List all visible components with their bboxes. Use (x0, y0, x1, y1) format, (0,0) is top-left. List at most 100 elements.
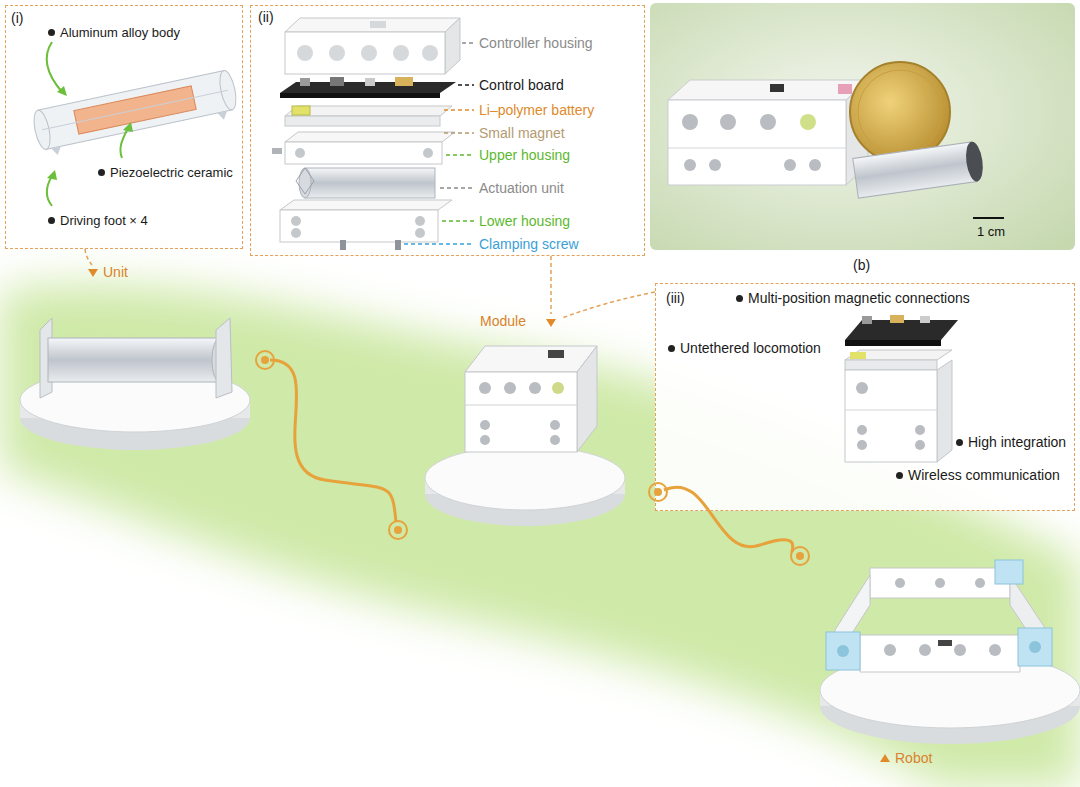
stage-link-part (394, 526, 402, 534)
controller-housing-drawing-part (445, 18, 460, 74)
stage-link-part (664, 487, 793, 553)
leader-line-part (458, 84, 474, 85)
stage-label: Module (480, 313, 526, 330)
part-label: Control board (479, 77, 564, 93)
photo-part (809, 159, 821, 171)
robot-assembly-part (895, 578, 905, 588)
module-drawing-part (937, 360, 952, 462)
panel-number: (b) (853, 257, 870, 274)
unit-cylinder-part (216, 318, 232, 398)
lower-housing-drawing-part (291, 228, 301, 238)
panel-item: (i) (11, 10, 23, 27)
module-block-part (552, 382, 564, 394)
module-drawing-part (915, 425, 925, 435)
leader-line (404, 43, 474, 244)
module-block-part (480, 420, 490, 430)
module-block-part (480, 435, 490, 445)
part-label: Multi-position magnetic connections (748, 290, 970, 306)
pointer-arrow-part (47, 42, 62, 92)
bullet-item: Untethered locomotion (668, 340, 821, 357)
panel-item: Actuation unit (479, 180, 564, 197)
photo-part (684, 159, 696, 171)
controller-housing-drawing-part (329, 45, 345, 61)
part-label: High integration (968, 434, 1066, 450)
part-label: Small magnet (479, 125, 565, 141)
control-board-drawing-part (365, 78, 375, 86)
part-label: Clamping screw (479, 236, 579, 252)
leader-line-part (444, 109, 474, 110)
stage-link-part (649, 483, 667, 501)
robot-assembly-part (938, 640, 952, 646)
actuation-unit-drawing-part (305, 168, 435, 198)
panel-ground (655, 283, 1075, 511)
green-band (0, 284, 1080, 787)
pointer-arrow-part (120, 128, 128, 158)
upper-housing-drawing-part (272, 148, 282, 154)
stage-marker-part (880, 754, 890, 762)
module-block-part (550, 435, 560, 445)
bullet-dot (736, 295, 743, 302)
photo-part (800, 114, 816, 130)
module-block-part (465, 405, 577, 406)
robot-assembly-part (995, 560, 1023, 584)
robot-assembly-part (826, 632, 860, 670)
stage-link-part (256, 351, 274, 369)
bullet-item: Aluminum alloy body (48, 24, 180, 41)
robot-assembly-part (975, 578, 985, 588)
module-drawing-part (845, 340, 941, 346)
module-block-part (504, 382, 516, 394)
module-drawing-part (862, 316, 872, 324)
pointer-arrow-part (57, 86, 67, 96)
unit-tube-drawing-part (38, 71, 232, 150)
photo-part (853, 141, 985, 198)
bullet-dot (48, 29, 55, 36)
part-label: Actuation unit (479, 180, 564, 196)
lower-housing-drawing-part (280, 200, 452, 210)
bullet-item: High integration (956, 434, 1066, 451)
module-block (465, 346, 597, 452)
module-block-part (577, 346, 597, 452)
panel-item: (iii) (666, 290, 685, 307)
lower-housing-drawing-part (415, 228, 425, 238)
panel-number: (ii) (258, 9, 274, 25)
bullet-dot (98, 169, 105, 176)
lower-housing-drawing-part (395, 240, 401, 250)
robot-assembly-part (989, 644, 1001, 656)
controller-housing-drawing-part (297, 45, 313, 61)
panel-module-exploded: (ii)Controller housingControl boardLi–po… (250, 5, 645, 256)
pointer-arrow (47, 42, 133, 206)
scale-label: 1 cm (977, 223, 1005, 240)
module-platform-part (425, 446, 625, 510)
unit-cylinder (40, 318, 232, 398)
actuation-unit-drawing-part (296, 168, 314, 194)
module-drawing-part (850, 352, 866, 359)
upper-housing-drawing-part (295, 148, 305, 158)
control-board-drawing-part (300, 78, 310, 86)
leader-line-part (462, 42, 474, 43)
leader-line-part (446, 154, 474, 155)
lower-housing-drawing-part (415, 216, 425, 226)
stage-marker-part (88, 269, 98, 277)
module-drawing-part (857, 440, 867, 450)
photo-part (858, 70, 942, 154)
robot-assembly-part (884, 644, 896, 656)
photo-part (973, 217, 1004, 219)
stage-label: Unit (103, 264, 128, 281)
photo-part (668, 100, 846, 185)
lower-housing-drawing-part (291, 216, 301, 226)
panel-item: Clamping screw (479, 236, 579, 253)
upper-housing-drawing-part (285, 132, 455, 142)
module-block-part (548, 350, 564, 358)
part-label: Wireless communication (908, 467, 1060, 483)
panel-item: Upper housing (479, 147, 570, 164)
battery-drawing (285, 106, 452, 126)
lower-housing-drawing (280, 200, 452, 250)
part-label: Untethered locomotion (680, 340, 821, 356)
stage-link-part (270, 360, 396, 522)
unit-tube-drawing-part (51, 146, 62, 156)
leader-line-part (404, 243, 474, 244)
photo-part-part (964, 141, 985, 183)
upper-housing-drawing-part (423, 148, 433, 158)
photo-part (760, 114, 776, 130)
part-label: Piezoelectric ceramic (110, 165, 233, 180)
